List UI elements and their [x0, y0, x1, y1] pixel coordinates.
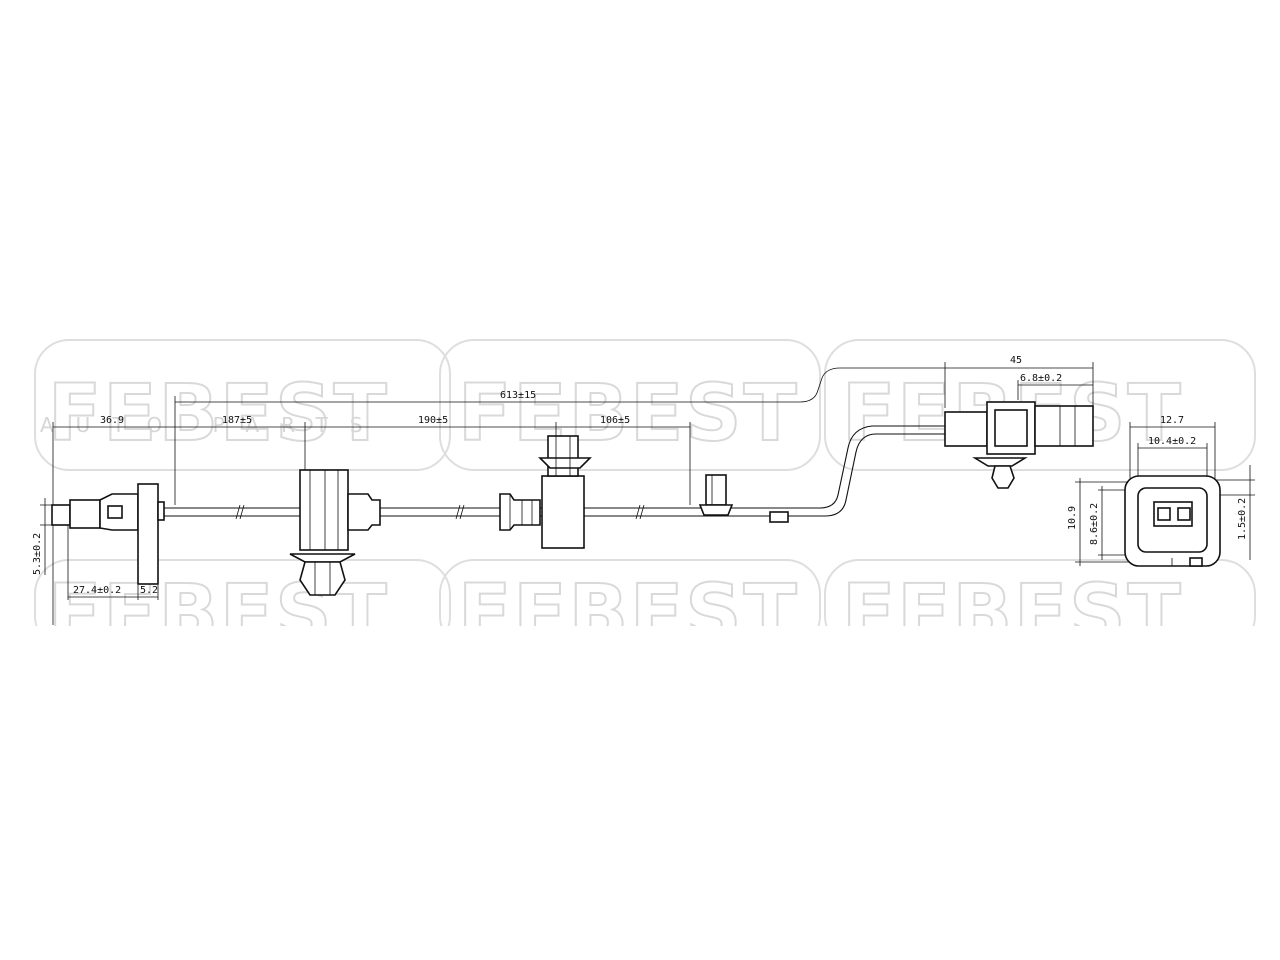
- dim-plug-inner-height: 8.6±0.2: [1089, 503, 1100, 545]
- dimension-lines: [40, 362, 1255, 625]
- dim-plug-inner-width: 10.4±0.2: [1148, 436, 1196, 447]
- watermarks: FEBEST AUTO PARTS FEBEST FEBEST FEBEST F…: [34, 339, 1256, 660]
- dim-plug-pin-offset: 1.5±0.2: [1237, 498, 1248, 540]
- connector-side: [944, 401, 1094, 489]
- watermark-brand: FEBEST: [458, 369, 799, 459]
- dim-segment-2: 190±5: [418, 415, 448, 426]
- dim-sensor-height: 5.3±0.2: [32, 533, 43, 575]
- watermark-logo-2: FEBEST: [439, 339, 821, 471]
- dim-plug-outer-width: 12.7: [1160, 415, 1184, 426]
- connector-front: [1124, 475, 1221, 567]
- dimension-labels: 613±15 36.9 187±5 190±5 106±5 27.4±0.2 5…: [32, 355, 1248, 596]
- grommet-clip-1: [289, 469, 381, 596]
- dim-connector-length: 45: [1010, 355, 1022, 366]
- grommet-2: [499, 435, 592, 549]
- watermark-logo-3: FEBEST: [824, 339, 1256, 471]
- dim-connector-offset: 6.8±0.2: [1020, 373, 1062, 384]
- dim-plug-outer-height: 10.9: [1067, 506, 1078, 530]
- dim-total-length: 613±15: [500, 390, 536, 401]
- dim-sensor-width: 27.4±0.2: [73, 585, 121, 596]
- cable: [160, 425, 945, 520]
- dim-sensor-flange: 5.2: [140, 585, 158, 596]
- dim-segment-3: 106±5: [600, 415, 630, 426]
- small-clip: [698, 474, 789, 523]
- watermark-subtitle: AUTO PARTS: [40, 413, 384, 437]
- dim-sensor-end: 36.9: [100, 415, 124, 426]
- dim-segment-1: 187±5: [222, 415, 252, 426]
- sensor-head: [51, 483, 165, 585]
- watermark-logo-1: FEBEST AUTO PARTS: [34, 339, 451, 471]
- watermark-brand: FEBEST: [48, 369, 389, 459]
